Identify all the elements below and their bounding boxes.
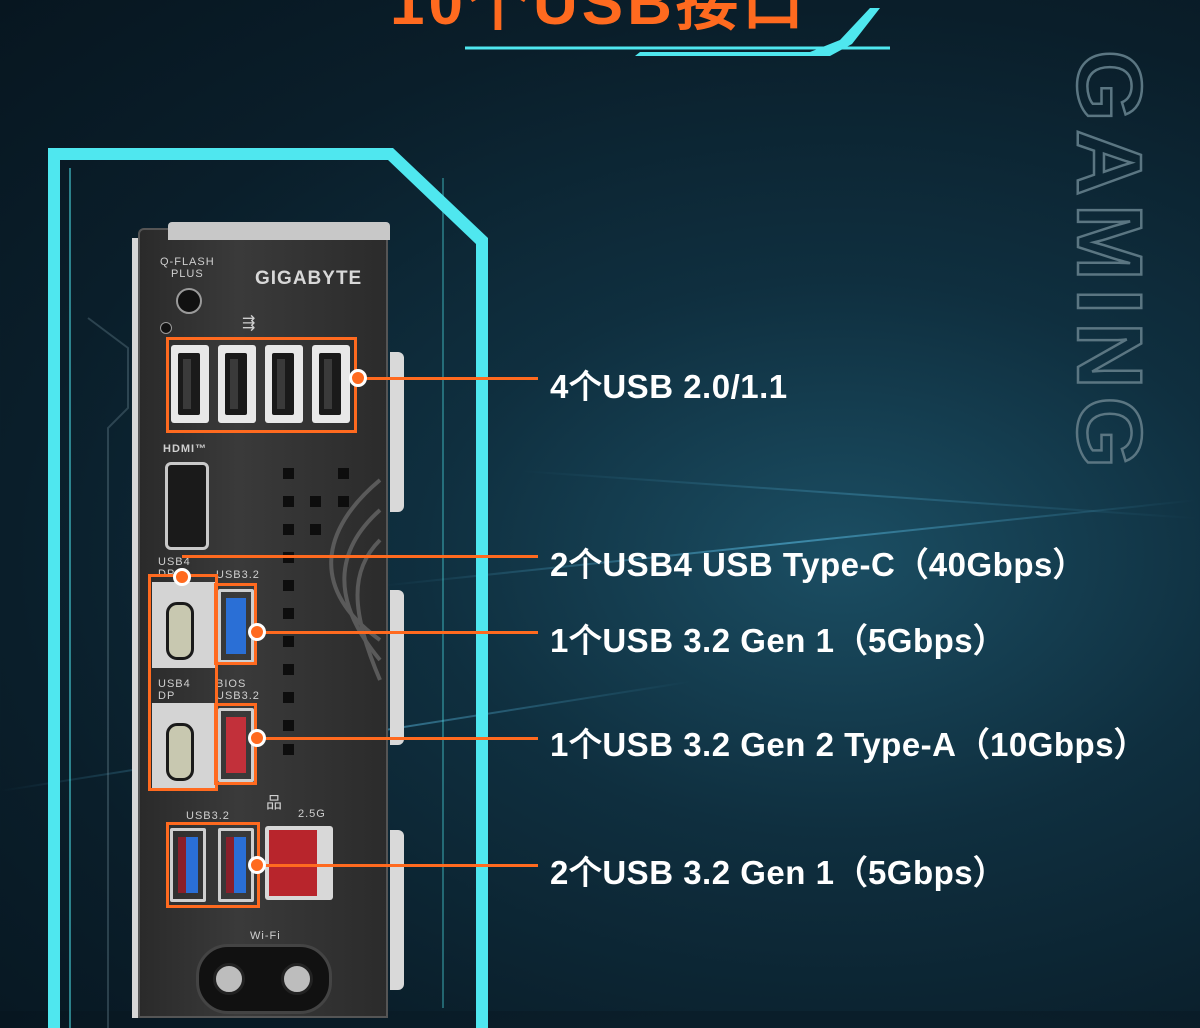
callout-pin (248, 856, 266, 874)
vent-hole (283, 496, 294, 507)
vent-hole (283, 664, 294, 675)
usb-symbol-icon: ⇶ (242, 315, 257, 332)
clear-cmos-button[interactable] (160, 322, 172, 334)
callout-label: 1个USB 3.2 Gen 2 Type-A（10Gbps） (550, 726, 1148, 763)
vent-hole (283, 524, 294, 535)
usb2-port[interactable] (312, 345, 350, 423)
callout-label: 2个USB 3.2 Gen 1（5Gbps） (550, 854, 1007, 891)
usb32-label: USB3.2 (216, 569, 260, 581)
lan-icon: 品 (266, 795, 284, 812)
callout-pin (248, 729, 266, 747)
io-plate-tab (390, 352, 404, 512)
vent-hole (283, 468, 294, 479)
io-plate-tab (390, 830, 404, 990)
bios-usb32-label: BIOS USB3.2 (216, 678, 260, 702)
vent-hole (338, 496, 349, 507)
vent-hole (283, 692, 294, 703)
callout-label: 1个USB 3.2 Gen 1（5Gbps） (550, 622, 1007, 659)
usb4-typec-port[interactable] (152, 582, 216, 668)
hdmi-port[interactable] (165, 462, 209, 550)
usb4-highlight (148, 574, 218, 791)
leader-line (258, 864, 538, 867)
callout-pin (173, 568, 191, 586)
title-underline (465, 8, 890, 56)
leader-line (358, 377, 538, 380)
gaming-watermark: GAMING (1070, 50, 1161, 477)
usb2-port[interactable] (218, 345, 256, 423)
io-plate-top (168, 222, 390, 240)
leader-line (258, 737, 538, 740)
vent-hole (338, 468, 349, 479)
vent-hole (283, 744, 294, 755)
wifi-label: Wi-Fi (250, 930, 281, 942)
page-title: 10个USB接口 (390, 0, 808, 38)
vent-hole (310, 496, 321, 507)
usb2-port[interactable] (171, 345, 209, 423)
callout-label: 2个USB4 USB Type-C（40Gbps） (550, 546, 1087, 583)
antenna-jack[interactable] (281, 963, 313, 995)
usb32-label: USB3.2 (186, 810, 230, 822)
vent-hole (310, 524, 321, 535)
vent-hole (283, 720, 294, 731)
lan-port[interactable] (265, 826, 333, 900)
usb4-typec-port[interactable] (152, 703, 216, 789)
leader-line (258, 631, 538, 634)
lan-speed-label: 2.5G (298, 808, 326, 820)
wifi-antenna-connector[interactable] (196, 944, 332, 1014)
callout-pin (349, 369, 367, 387)
io-frame (48, 148, 488, 1028)
hdmi-label: HDMI™ (163, 443, 208, 455)
qflash-button[interactable] (176, 288, 202, 314)
callout-label: 4个USB 2.0/1.1 (550, 368, 788, 405)
antenna-jack[interactable] (213, 963, 245, 995)
vent-hole (283, 580, 294, 591)
io-plate-tab (390, 590, 404, 745)
qflash-label: Q-FLASH PLUS (160, 256, 215, 280)
usb2-port[interactable] (265, 345, 303, 423)
vent-hole (283, 636, 294, 647)
usb32-gen1-port[interactable] (170, 828, 206, 902)
callout-pin (248, 623, 266, 641)
gigabyte-logo: GIGABYTE (255, 268, 363, 289)
leader-line (182, 555, 538, 558)
plate-decoration (329, 478, 382, 681)
vent-hole (283, 608, 294, 619)
watermark-text: GAMING (1070, 50, 1160, 476)
usb4-label: USB4 DP (158, 678, 191, 702)
usb32-bottom-highlight (166, 822, 260, 908)
